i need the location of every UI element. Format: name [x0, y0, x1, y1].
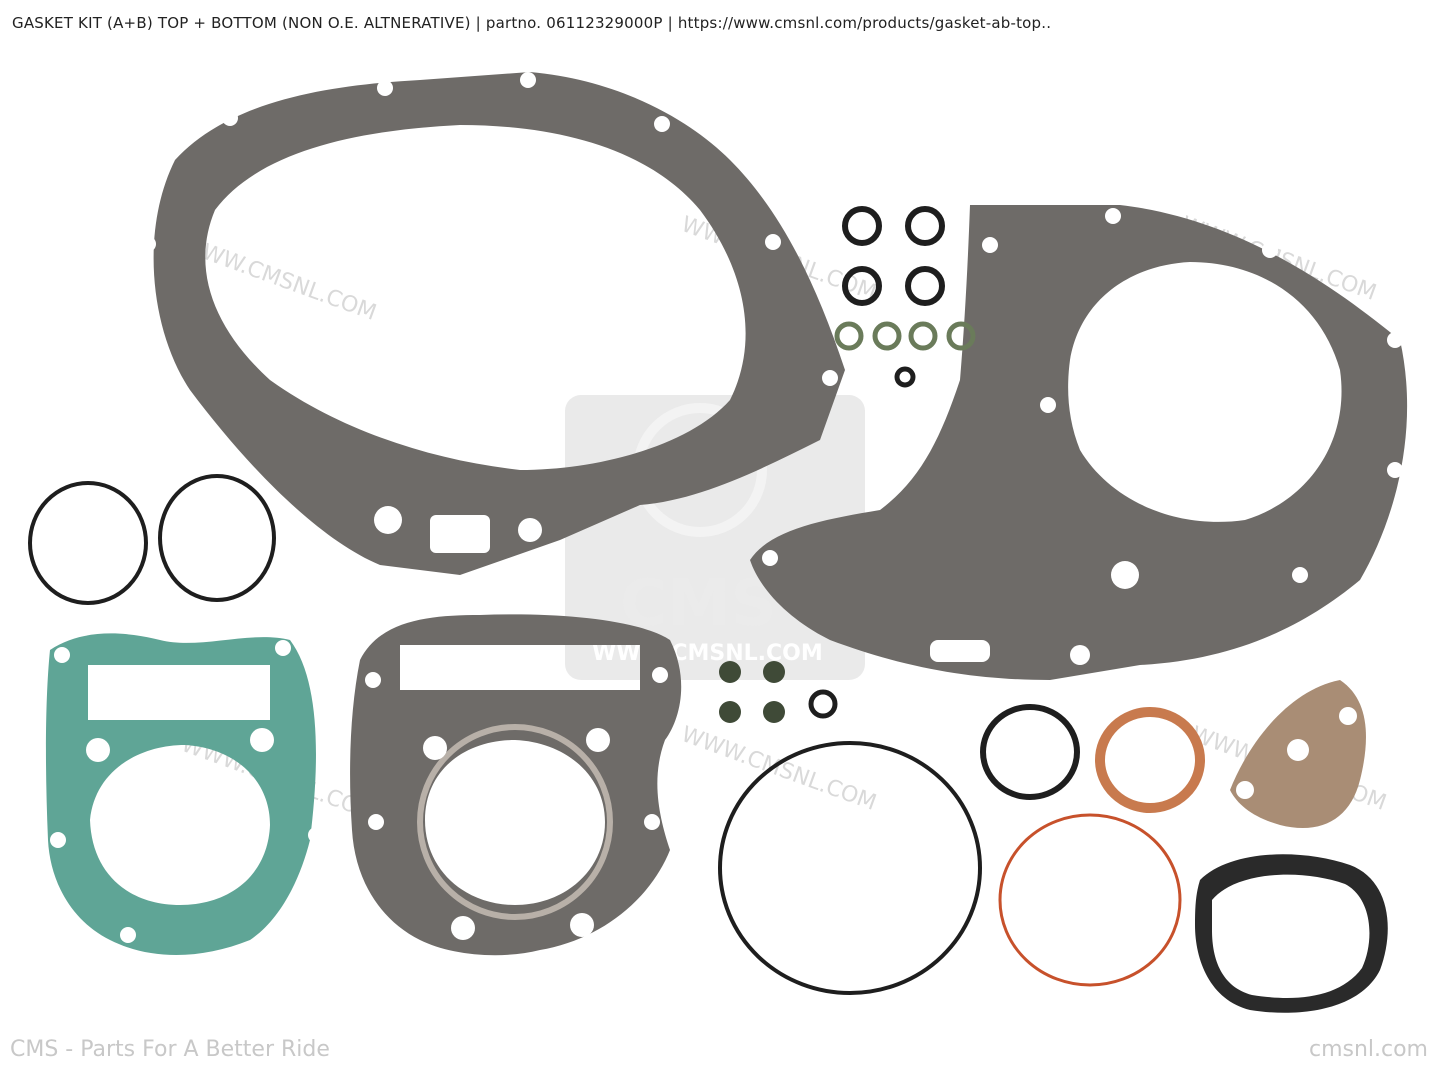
cylinder-base-gasket	[45, 633, 324, 955]
point-cover-gasket	[1195, 854, 1388, 1013]
logo-text: CMS	[620, 567, 777, 641]
logo-url: WWW.CMSNL.COM	[592, 641, 823, 666]
copper-exhaust-gasket	[1095, 707, 1205, 813]
image-caption: GASKET KIT (A+B) TOP + BOTTOM (NON O.E. …	[12, 14, 1052, 32]
footer-tagline: CMS - Parts For A Better Ride	[10, 1037, 330, 1062]
large-o-rings	[718, 704, 1182, 995]
cylinder-head-gasket	[350, 614, 682, 956]
footer-domain: cmsnl.com	[1308, 1037, 1428, 1062]
cylinder-o-rings	[28, 474, 276, 605]
side-cover-gasket	[750, 205, 1408, 680]
small-cover-gasket	[1230, 680, 1366, 828]
watermark-text: WWW.CMSNL.COM	[678, 722, 880, 816]
small-o-rings	[834, 206, 976, 388]
crankcase-cover-gasket	[140, 72, 845, 575]
valve-stem-seals	[719, 661, 838, 723]
